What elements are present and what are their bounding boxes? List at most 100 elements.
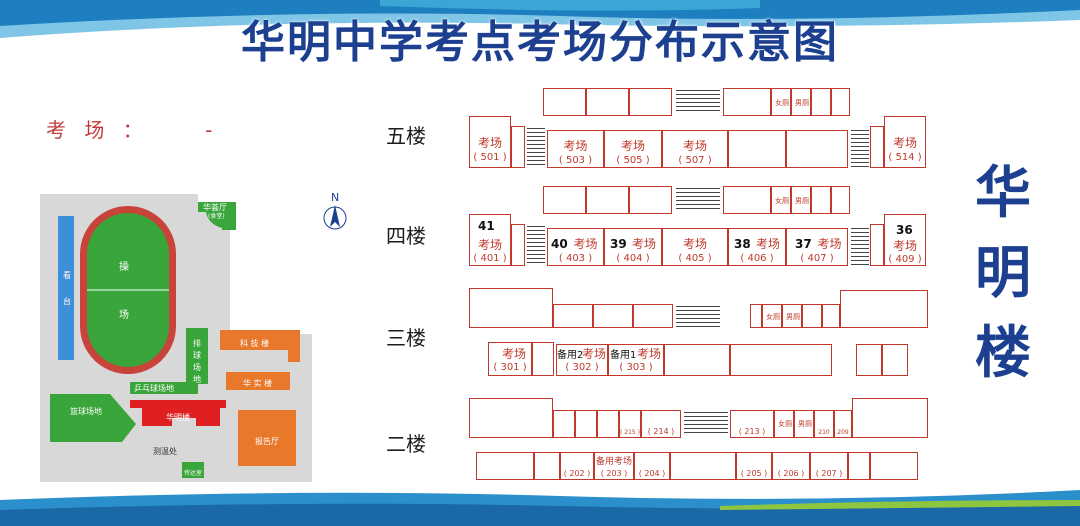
room-number-406: ( 406 ) [740, 253, 774, 264]
exam-hall-label: 考 场 ： - [46, 114, 218, 143]
room-block [469, 288, 553, 328]
room-block [543, 88, 586, 116]
room-number-407: ( 407 ) [800, 253, 834, 264]
room-number-203: ( 203 ) [600, 469, 628, 478]
room-block [553, 304, 593, 328]
room-block [728, 130, 786, 168]
basketball-label: 篮球场地 [70, 407, 102, 416]
room-block [633, 304, 673, 328]
candidate-count-41: 41 [478, 219, 495, 233]
exam-word: 考场 [477, 238, 502, 252]
room-number-405: ( 405 ) [678, 253, 712, 264]
room-block [852, 398, 928, 438]
toilet-men-label: 男厕 [795, 197, 809, 205]
room-number-401: ( 401 ) [473, 253, 507, 264]
spare-room-2: 备用2 [557, 350, 584, 361]
exam-room-403 [547, 228, 604, 266]
exam-room-514 [884, 116, 926, 168]
room-202 [560, 452, 594, 480]
campus-map [40, 194, 312, 482]
room-number-206: ( 206 ) [777, 469, 805, 478]
room-215 [619, 410, 641, 438]
huaying-hall-label: 华荟厅 [203, 203, 227, 212]
room-block [629, 186, 672, 214]
spare-exam-room: 备用考场 [595, 457, 632, 467]
toilet-men: 男厕 [791, 186, 811, 214]
room-207 [810, 452, 848, 480]
room-block [597, 410, 619, 438]
floor-4-label: 四楼 [386, 224, 426, 248]
toilet-women-label: 女厕 [778, 420, 792, 428]
room-number-214: ( 214 ) [647, 427, 675, 436]
exam-hall-value: - [205, 118, 219, 142]
volleyball-char-1: 排 [193, 339, 201, 348]
stairs-icon [527, 128, 545, 166]
exam-room-303 [608, 344, 664, 376]
room-block [750, 304, 762, 328]
exam-room-503 [547, 130, 604, 168]
toilet-men: 男厕 [794, 410, 814, 438]
room-block [586, 186, 629, 214]
exam-room-401 [469, 214, 511, 266]
room-number-505: ( 505 ) [616, 155, 650, 166]
stand-char-2: 台 [63, 297, 71, 306]
room-number-213: ( 213 ) [738, 427, 766, 436]
huashi-building-label: 华 实 楼 [243, 379, 273, 388]
room-block [670, 452, 736, 480]
exam-room-405 [662, 228, 728, 266]
room-block [553, 410, 575, 438]
room-number-207: ( 207 ) [815, 469, 843, 478]
exam-word: 考场 [892, 136, 917, 150]
room-block [822, 304, 840, 328]
room-block [593, 304, 633, 328]
room-block [575, 410, 597, 438]
north-label: N [331, 191, 340, 204]
room-number-301: ( 301 ) [493, 362, 527, 373]
exam-word: 考场 [682, 237, 707, 251]
exam-word: 考场 [477, 136, 502, 150]
room-number-303: ( 303 ) [619, 362, 653, 373]
exam-word: 考场 [631, 237, 656, 251]
room-block [543, 186, 586, 214]
stairs-icon [676, 90, 720, 114]
exam-word: 考场 [892, 239, 917, 253]
room-block [723, 88, 771, 116]
exam-word: 考场 [620, 139, 645, 153]
exam-room-505 [604, 130, 662, 168]
volleyball-char-3: 场 [193, 363, 201, 372]
room-213 [730, 410, 774, 438]
field-char-1: 操 [119, 262, 129, 273]
building-name-char-3: 楼 [975, 320, 1031, 386]
toilet-women: 女厕 [762, 304, 782, 328]
room-209 [834, 410, 852, 438]
room-block [848, 452, 870, 480]
room-block [723, 186, 771, 214]
exam-room-302 [556, 344, 608, 376]
toilet-men-label: 男厕 [798, 420, 812, 428]
room-number-514: ( 514 ) [888, 152, 922, 163]
room-block [534, 452, 560, 480]
exam-room-501 [469, 116, 511, 168]
toilet-men-label: 男厕 [795, 99, 809, 107]
room-number-302: ( 302 ) [565, 362, 599, 373]
candidate-count-37: 37 [795, 237, 812, 251]
candidate-count-38: 38 [734, 237, 751, 251]
gate-label: 传达室 [184, 470, 203, 477]
toilet-women: 女厕 [771, 88, 791, 116]
exam-hall-caption: 考 场 ： [46, 118, 149, 142]
floor-2-label: 二楼 [386, 432, 426, 456]
toilet-men: 男厕 [782, 304, 802, 328]
exam-room-407 [786, 228, 848, 266]
candidate-count-40: 40 [551, 237, 568, 251]
page-title: 华明中学考点考场分布示意图 [241, 17, 839, 68]
exam-word: 考场 [501, 347, 526, 361]
room-number-209: 209 [837, 429, 849, 436]
exam-room-406 [728, 228, 786, 266]
room-number-501: ( 501 ) [473, 152, 507, 163]
huaying-note: (食堂) [208, 213, 225, 220]
report-hall-label: 报告厅 [255, 437, 279, 446]
stairs-icon [851, 228, 869, 266]
toilet-women-label: 女厕 [775, 99, 789, 107]
room-block [629, 88, 672, 116]
